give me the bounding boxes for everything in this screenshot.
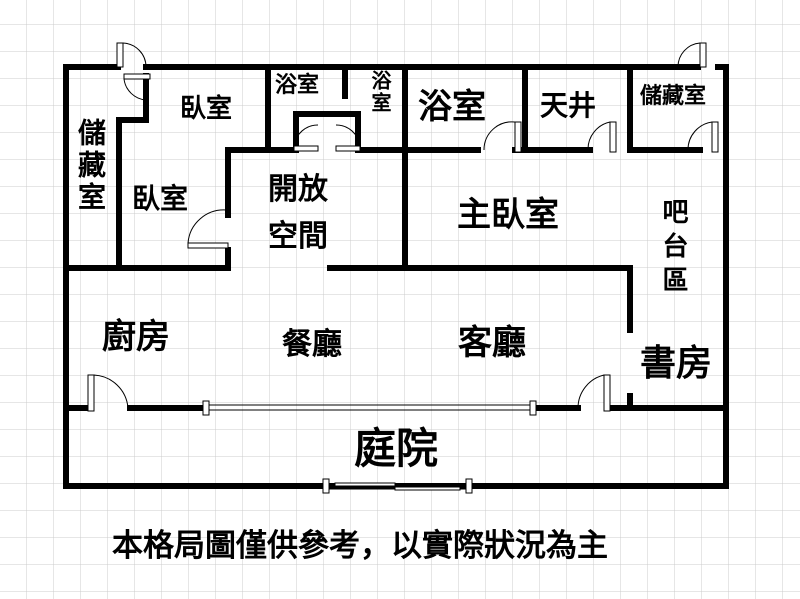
room-storage-right: 儲藏室: [640, 84, 707, 109]
doors: [87, 42, 719, 412]
room-bedroom-top: 臥室: [180, 94, 233, 124]
room-master-bedroom: 主臥室: [457, 195, 559, 235]
room-dining: 餐廳: [282, 327, 342, 362]
room-bedroom-left: 臥室: [132, 182, 189, 215]
room-bath-3: 浴室: [418, 87, 486, 127]
room-bath-1: 浴室: [275, 73, 320, 98]
room-open-space-line1: 開放: [268, 172, 328, 207]
room-patio: 天井: [540, 89, 597, 122]
walls: [63, 64, 729, 489]
room-living: 客廳: [458, 323, 526, 363]
disclaimer-text: 本格局圖僅供參考，以實際狀況為主: [112, 528, 608, 564]
room-kitchen: 廚房: [102, 317, 170, 357]
room-bath-2: 浴室: [368, 70, 392, 114]
room-open-space-line2: 空間: [268, 219, 328, 254]
room-storage-left: 儲藏室: [74, 118, 107, 214]
room-courtyard: 庭院: [354, 424, 439, 473]
room-study: 書房: [640, 343, 713, 384]
room-bar: 吧台區: [658, 198, 688, 300]
windows: [202, 400, 537, 494]
